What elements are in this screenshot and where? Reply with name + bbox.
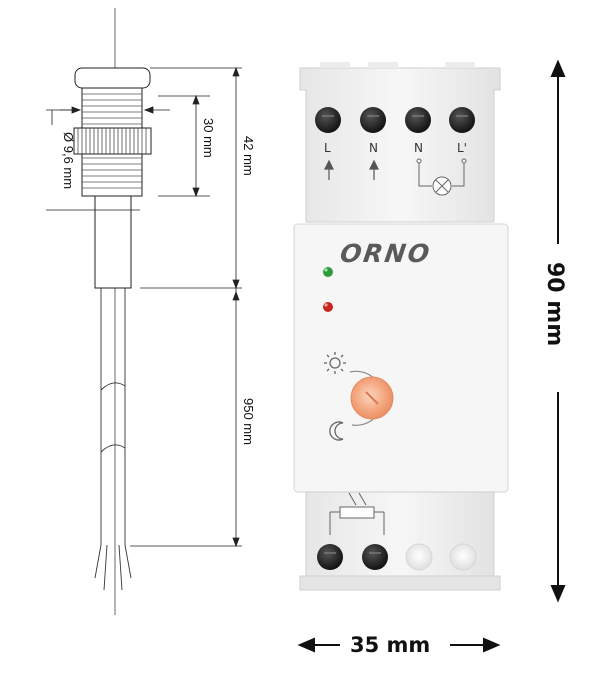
head-dimension xyxy=(140,66,242,290)
empty-terminal-2 xyxy=(449,543,477,571)
lamp-wiring xyxy=(416,158,467,187)
lamp-icon xyxy=(432,176,452,196)
cable-dimension xyxy=(130,288,242,548)
terminal-label-2: N xyxy=(369,141,378,155)
height-label: 90 mm xyxy=(542,262,567,346)
diameter-dimension xyxy=(46,106,170,211)
relay-led xyxy=(323,302,333,312)
din-rail-device: L N N L' ORNO xyxy=(293,62,509,591)
brand-logo: ORNO xyxy=(338,239,433,268)
thread-length-label: 30 mm xyxy=(201,118,216,158)
terminal-screw-n xyxy=(360,107,386,133)
thread-dimension xyxy=(158,94,210,198)
sun-icon xyxy=(324,352,346,374)
sensor-nut xyxy=(73,127,152,155)
sensor-sleeve xyxy=(94,195,132,289)
diameter-label: Ø 9,6 mm xyxy=(61,132,76,189)
terminal-label-4: L' xyxy=(457,141,467,155)
width-dimension xyxy=(297,637,501,653)
terminal-screw-l xyxy=(315,107,341,133)
terminal-label-1: L xyxy=(324,141,331,155)
sensor-terminal-screw-2 xyxy=(362,544,388,570)
terminal-screw-l-out xyxy=(449,107,475,133)
moon-icon xyxy=(329,421,344,441)
empty-terminal-1 xyxy=(405,543,433,571)
sensor-terminal-screw-1 xyxy=(317,544,343,570)
sensor-cap xyxy=(74,67,151,89)
thread-lines xyxy=(82,93,142,189)
nut-knurl xyxy=(77,128,147,154)
width-label: 35 mm xyxy=(350,633,430,657)
head-length-label: 42 mm xyxy=(241,136,256,176)
input-arrows xyxy=(324,159,379,180)
sensor-cable xyxy=(94,288,132,591)
top-terminal-screws xyxy=(315,107,475,133)
cable-length-label: 950 mm xyxy=(241,398,256,445)
terminal-label-3: N xyxy=(414,141,423,155)
photoresistor-icon xyxy=(329,492,385,535)
terminal-screw-n2 xyxy=(405,107,431,133)
sensor-drawing xyxy=(46,8,242,615)
height-dimension xyxy=(550,59,566,603)
power-led xyxy=(323,267,333,277)
knob-slot xyxy=(365,391,379,405)
